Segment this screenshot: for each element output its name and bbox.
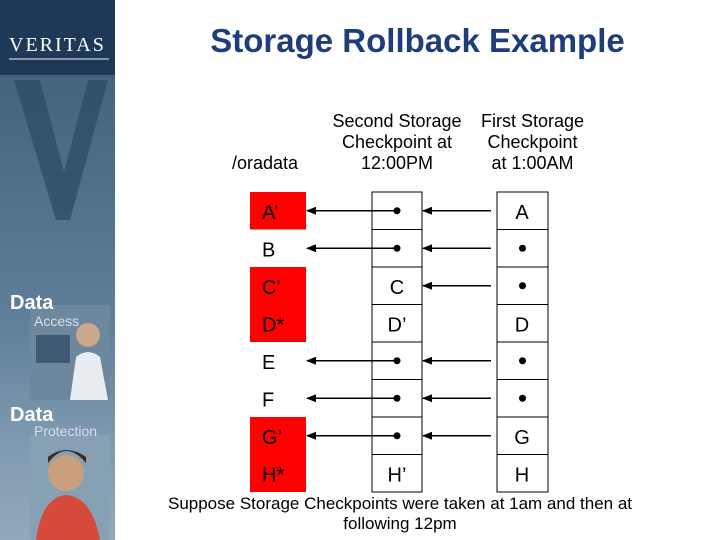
first-checkpoint-cell-4 [496, 304, 549, 343]
first-label-8: H [515, 464, 529, 486]
v-watermark-icon [14, 80, 108, 220]
person-photo-icon [30, 435, 110, 540]
header-first-line-1: First Storage [480, 111, 585, 131]
primary-label-5: E [262, 352, 275, 374]
primary-block-5 [250, 342, 306, 380]
primary-block-6 [250, 379, 306, 417]
primary-block-2 [250, 229, 306, 267]
logo-panel [0, 0, 115, 75]
primary-label-4: D* [262, 314, 284, 336]
first-pointer-dot-6 [519, 394, 526, 402]
slide-caption: Suppose Storage Checkpoints were taken a… [167, 494, 633, 533]
primary-block-3 [250, 267, 306, 305]
primary-label-6: F [262, 389, 274, 411]
second-checkpoint-cell-8 [371, 454, 423, 493]
primary-label-1: A’ [262, 202, 278, 224]
primary-block-4 [250, 304, 306, 342]
first-checkpoint-cell-1 [496, 191, 549, 230]
second-checkpoint-cell-3 [371, 266, 423, 305]
first-pointer-dot-2 [519, 244, 526, 252]
strip-word-data-1: Data [10, 292, 54, 314]
first-label-4: D [515, 314, 529, 336]
primary-label-3: C’ [262, 277, 281, 299]
slide-title: Storage Rollback Example [210, 22, 625, 59]
second-label-8: H’ [388, 464, 407, 486]
header-primary: /oradata [232, 153, 299, 173]
second-checkpoint-cell-4 [371, 304, 423, 343]
second-label-3: C [390, 277, 404, 299]
header-second-line-1: Second Storage [332, 111, 462, 131]
first-checkpoint-cell-7 [496, 416, 549, 455]
primary-label-8: H* [262, 464, 284, 486]
second-label-4: D’ [388, 314, 407, 336]
strip-word-data-2: Data [10, 404, 54, 426]
first-checkpoint-cell-8 [496, 454, 549, 493]
first-label-7: G [514, 427, 530, 449]
veritas-logo: VERITAS [9, 34, 106, 56]
first-pointer-dot-3 [519, 282, 526, 290]
header-first-line-2: Checkpoint [487, 132, 578, 152]
primary-block-1 [250, 192, 306, 230]
logo-tagline [9, 58, 109, 60]
strip-word-protection: Protection [34, 423, 98, 439]
primary-block-8 [250, 454, 306, 492]
header-second-line-3: 12:00PM [360, 153, 434, 173]
brand-strip: VERITAS Data Access Data Protection [0, 0, 115, 540]
first-label-1: A [515, 202, 529, 224]
primary-block-7 [250, 417, 306, 455]
first-pointer-dot-5 [519, 357, 526, 365]
workstation-photo-icon [30, 305, 110, 400]
header-second-checkpoint: Second Storage Checkpoint at 12:00PM [322, 111, 472, 174]
header-first-line-3: at 1:00AM [491, 153, 574, 173]
primary-label-2: B [262, 239, 275, 261]
primary-label-7: G’ [262, 427, 282, 449]
header-first-checkpoint: First Storage Checkpoint at 1:00AM [470, 111, 595, 174]
strip-word-access: Access [34, 313, 80, 329]
header-second-line-2: Checkpoint at [341, 132, 453, 152]
